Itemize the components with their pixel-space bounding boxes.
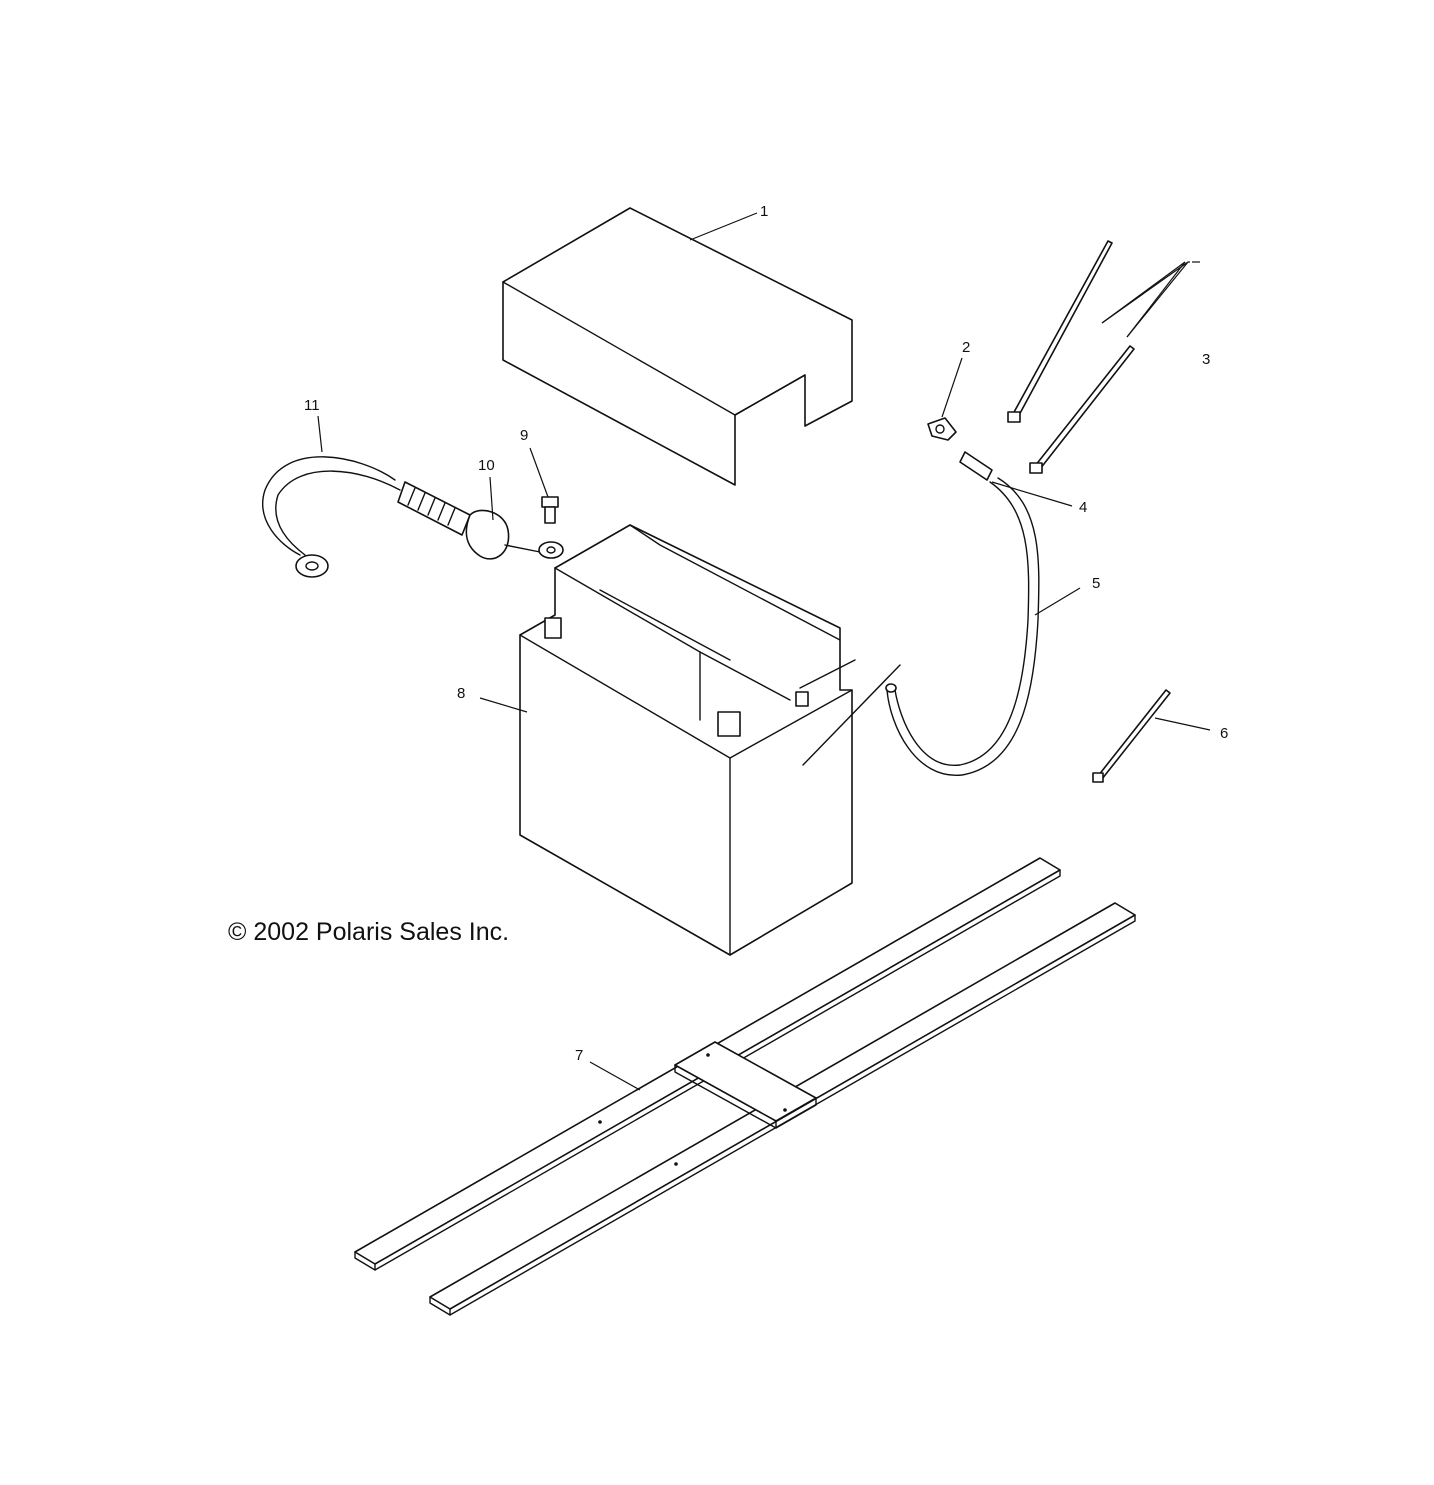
bolt <box>541 496 559 524</box>
hold-down-straps <box>354 857 1136 1316</box>
cable-ties <box>1007 240 1135 474</box>
callout-9: 9 <box>520 427 528 444</box>
connector <box>959 451 993 481</box>
callout-7: 7 <box>575 1047 583 1064</box>
positive-cable <box>397 481 564 560</box>
callout-6: 6 <box>1220 725 1228 742</box>
cable-tie <box>1092 689 1171 783</box>
callout-11: 11 <box>304 397 320 414</box>
battery <box>519 524 901 956</box>
callout-8: 8 <box>457 685 465 702</box>
callout-2: 2 <box>962 339 970 356</box>
callout-10: 10 <box>478 457 495 474</box>
vent-fitting <box>927 417 957 441</box>
callout-4: 4 <box>1079 499 1087 516</box>
callout-5: 5 <box>1092 575 1100 592</box>
battery-cover <box>502 207 853 486</box>
negative-cable <box>262 456 401 578</box>
callout-1: 1 <box>760 203 768 220</box>
callout-labels: 1 2 3 4 5 6 7 8 9 10 11 <box>304 203 1228 1064</box>
leader-lines <box>317 212 1211 1091</box>
callout-3: 3 <box>1202 351 1210 368</box>
vent-tube <box>885 477 1040 776</box>
copyright-notice: © 2002 Polaris Sales Inc. <box>228 918 510 946</box>
